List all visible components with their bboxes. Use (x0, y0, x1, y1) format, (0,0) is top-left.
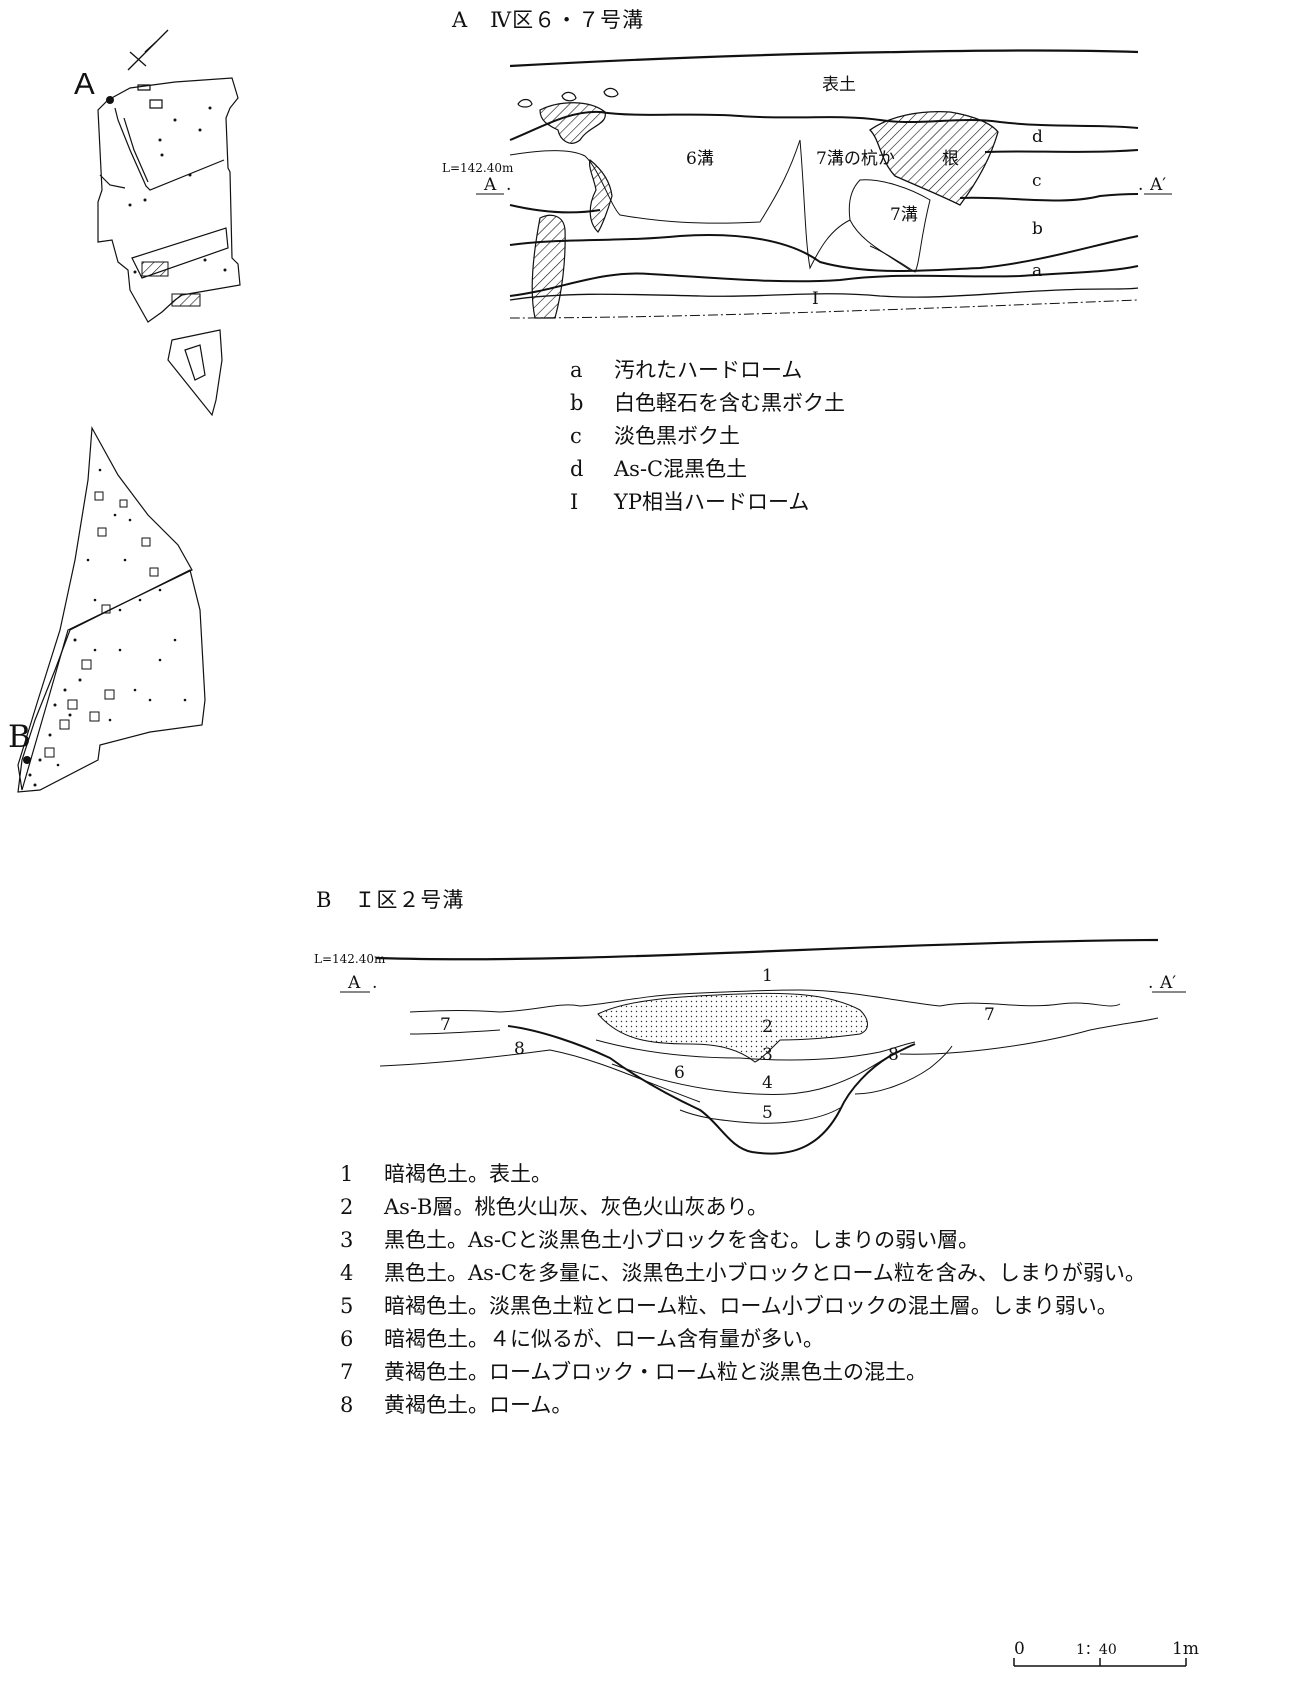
scatter-pits-north (128, 106, 227, 274)
label-ditch7-pile: 7溝の杭か (816, 149, 895, 169)
elevation-b: L=142.40m (314, 952, 386, 966)
label-topsoil: 表土 (822, 75, 856, 95)
end-left-a: A (483, 175, 497, 195)
scatter-pits-south (44, 491, 159, 758)
end-left-b: A (347, 973, 361, 993)
site-outline-south (17, 425, 206, 793)
label-layer-I: I (812, 289, 819, 309)
location-map: A B (0, 0, 300, 820)
label-b-4: 4 (762, 1073, 773, 1093)
section-b-profile: 1 2 3 4 5 6 7 7 8 8 L=142.40m A . A′ . (314, 938, 1186, 1155)
label-ditch6: 6溝 (686, 149, 714, 169)
label-b-5: 5 (762, 1103, 773, 1123)
label-b-7a: 7 (440, 1015, 451, 1035)
label-b-1: 1 (762, 966, 773, 986)
label-b-7b: 7 (984, 1005, 995, 1025)
label-layer-c: c (1032, 171, 1042, 191)
scale-end: 1m (1172, 1639, 1199, 1659)
section-a-title: A Ⅳ区６・７号溝 (452, 8, 645, 32)
scale-start: 0 (1014, 1639, 1025, 1659)
elevation-a: L=142.40m (442, 161, 514, 175)
label-layer-b: b (1032, 219, 1043, 239)
site-plan-map: A B (8, 29, 241, 793)
svg-text:.: . (506, 175, 511, 195)
marker-a-label: A (74, 66, 95, 101)
label-root: 根 (942, 149, 959, 169)
label-b-8b: 8 (888, 1045, 899, 1065)
svg-text:.: . (1148, 973, 1153, 993)
label-layer-a: a (1032, 261, 1042, 281)
marker-a-dot (106, 96, 114, 104)
label-b-6: 6 (674, 1063, 685, 1083)
label-layer-d: d (1032, 127, 1043, 147)
section-a-profile: 表土 6溝 7溝の杭か 根 7溝 d c b a I L=142.40m A .… (442, 49, 1172, 319)
scale-ratio: 1：40 (1076, 1642, 1117, 1658)
svg-text:.: . (372, 973, 377, 993)
marker-b-dot (23, 756, 31, 764)
scatter-dots-south (28, 468, 187, 787)
label-ditch7: 7溝 (890, 205, 918, 225)
end-right-a: A′ (1149, 175, 1166, 195)
hatched-features-north (141, 261, 201, 307)
end-right-b: A′ (1159, 973, 1176, 993)
section-b-title: B Ｉ区２号溝 (316, 888, 465, 912)
north-arrow-icon (127, 29, 169, 71)
marker-b-label: B (8, 719, 31, 755)
label-b-3: 3 (762, 1045, 773, 1065)
svg-text:.: . (1138, 175, 1143, 195)
label-b-2: 2 (762, 1017, 773, 1037)
label-b-8a: 8 (514, 1039, 525, 1059)
